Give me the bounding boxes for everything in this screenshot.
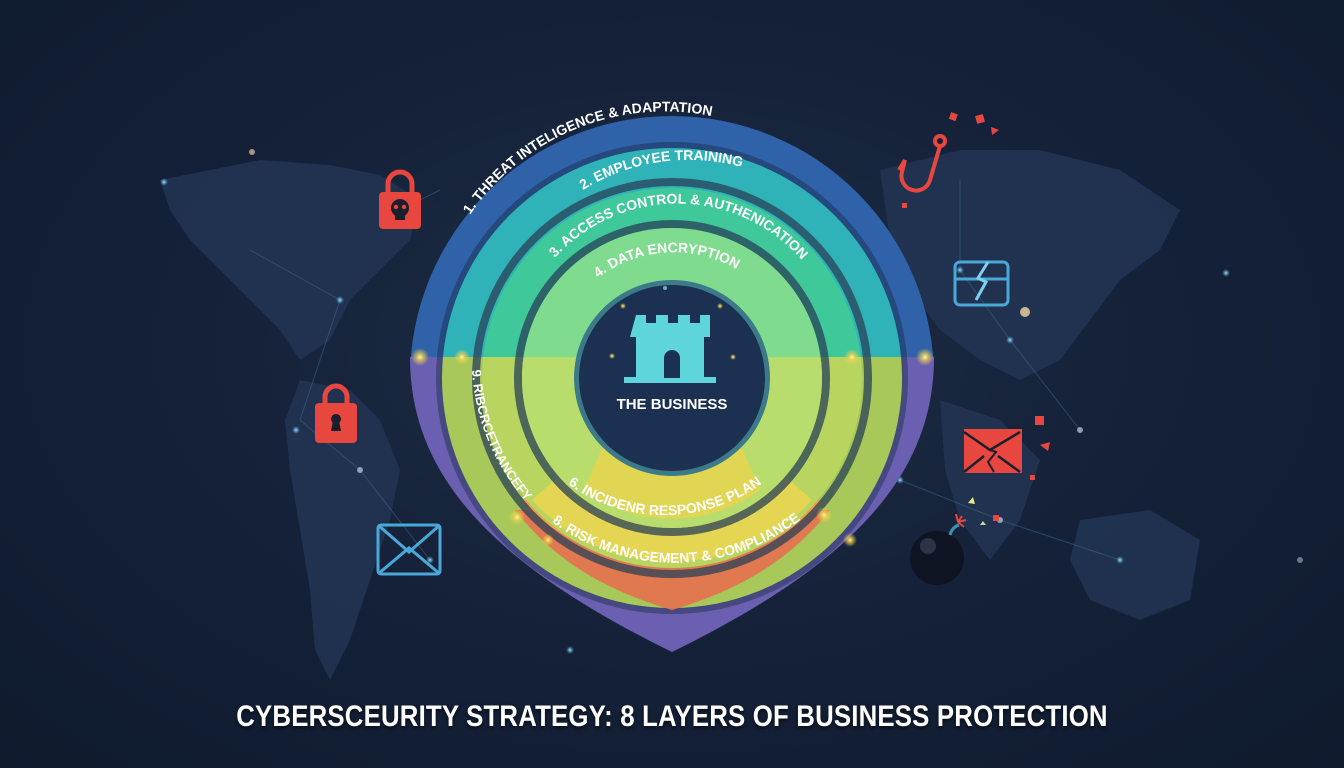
broken-firewall-icon — [953, 260, 1010, 307]
debris-particles — [902, 112, 999, 208]
broken-envelope-icon — [963, 416, 1050, 480]
bomb-icon — [910, 497, 999, 585]
envelope-icon — [376, 523, 442, 576]
castle-tower-icon — [624, 315, 716, 383]
phishing-hook-icon — [897, 134, 947, 193]
skull-padlock-icon — [379, 169, 421, 229]
network-dots — [160, 149, 1303, 654]
core-label: THE BUSINESS — [616, 396, 728, 413]
page-title: CYBERSCEURITY STRATEGY: 8 LAYERS OF BUSI… — [236, 700, 1108, 733]
padlock-icon — [315, 383, 357, 443]
